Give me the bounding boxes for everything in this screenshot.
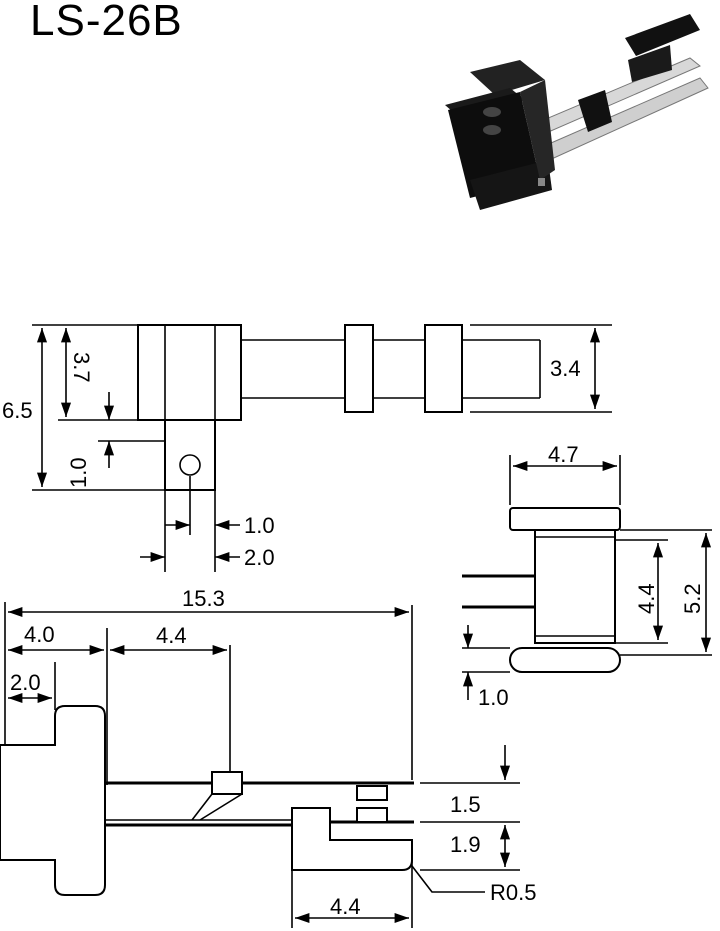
dim-4-7: 4.7 bbox=[548, 442, 579, 467]
dim-4-4-bottom: 4.4 bbox=[330, 894, 361, 919]
dim-4-4-side: 4.4 bbox=[634, 583, 659, 614]
part-title: LS-26B bbox=[30, 0, 183, 45]
front-view: 15.3 4.0 2.0 4.4 1.5 1.9 R0.5 4.4 bbox=[0, 586, 536, 928]
dim-3-7: 3.7 bbox=[69, 352, 94, 383]
dim-r0-5: R0.5 bbox=[490, 880, 536, 905]
dim-1-0-side: 1.0 bbox=[478, 685, 509, 710]
top-view: 6.5 3.7 1.0 3.4 1.0 2.0 bbox=[2, 324, 612, 572]
dim-15-3: 15.3 bbox=[182, 586, 225, 611]
dim-2-0-top: 2.0 bbox=[10, 670, 41, 695]
dim-4-0: 4.0 bbox=[24, 622, 55, 647]
dim-1-0-horizontal: 1.0 bbox=[244, 513, 275, 538]
product-photo bbox=[445, 14, 709, 210]
dim-1-0-vertical: 1.0 bbox=[66, 457, 91, 488]
dim-6-5: 6.5 bbox=[2, 398, 33, 423]
dim-1-9: 1.9 bbox=[450, 832, 481, 857]
dim-2-0-horizontal: 2.0 bbox=[244, 545, 275, 570]
dim-4-4-top: 4.4 bbox=[156, 623, 187, 648]
dim-3-4: 3.4 bbox=[550, 356, 581, 381]
dim-1-5: 1.5 bbox=[450, 792, 481, 817]
dim-5-2: 5.2 bbox=[680, 583, 705, 614]
side-view: 4.7 4.4 5.2 1.0 bbox=[462, 442, 712, 710]
